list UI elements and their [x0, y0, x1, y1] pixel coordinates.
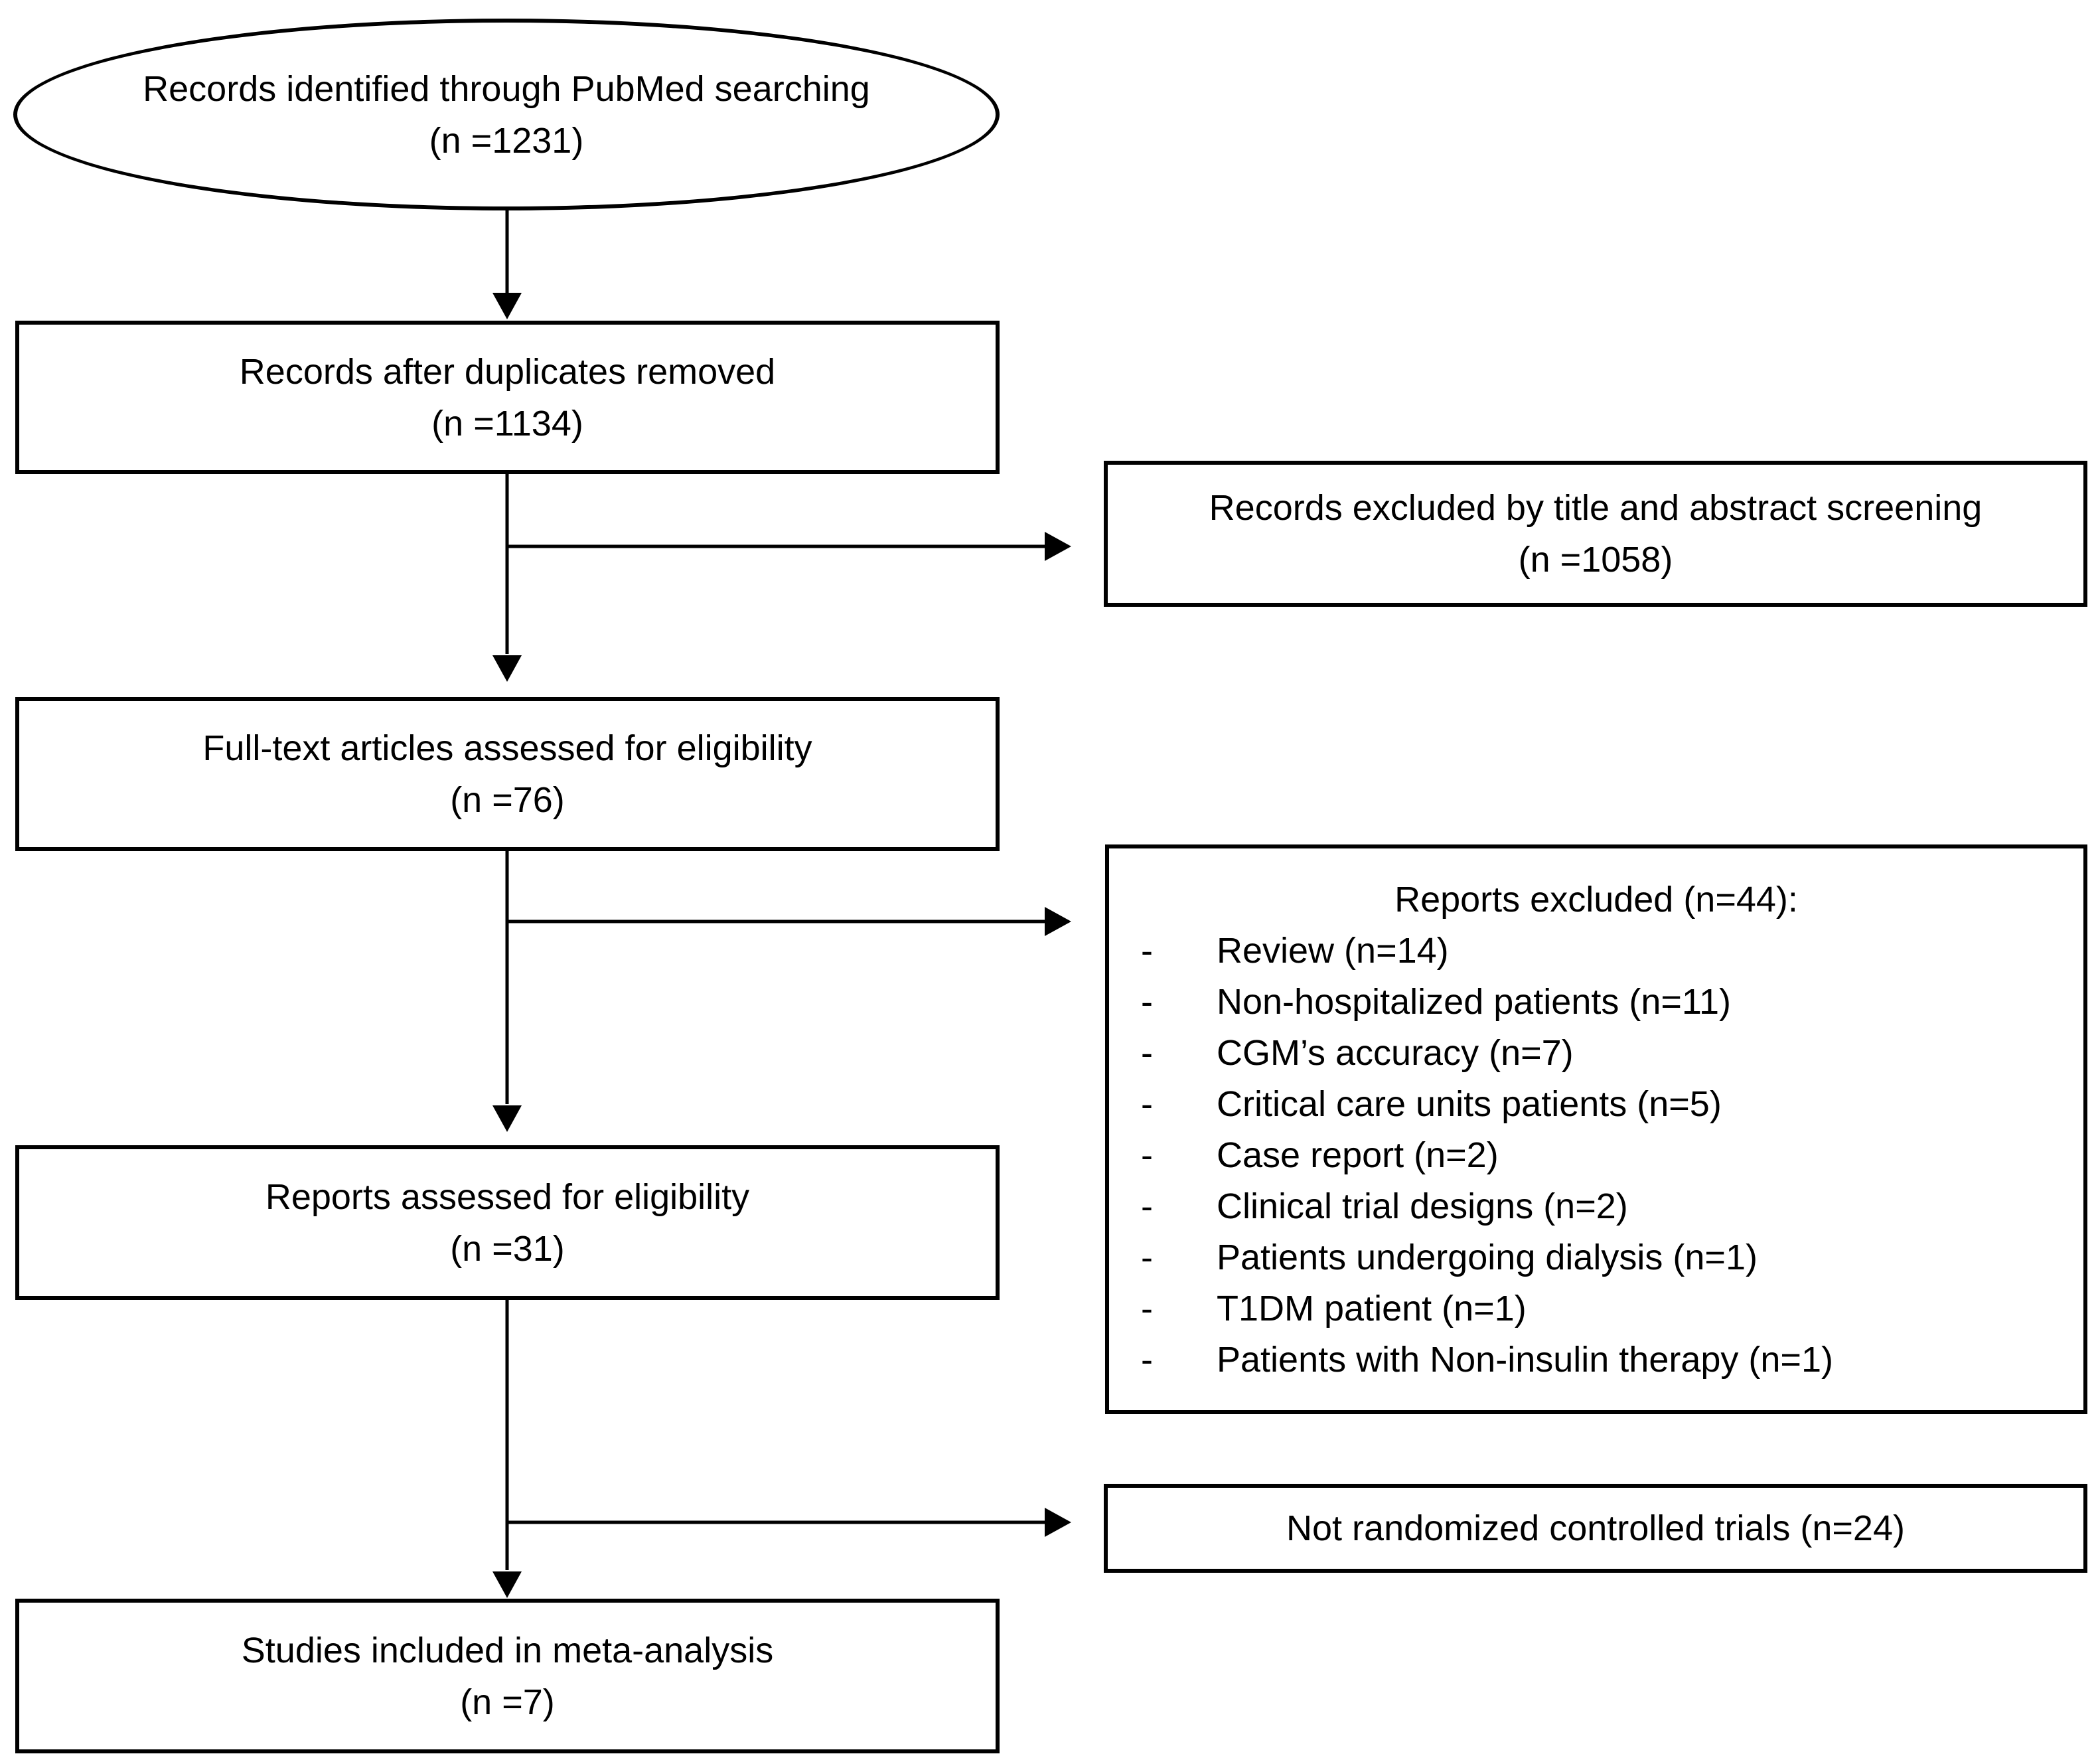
- exclusion-reason-item: - Critical care units patients (n=5): [1109, 1079, 2083, 1130]
- reports-excluded-list: - Review (n=14) - Non-hospitalized patients…: [1109, 925, 2083, 1386]
- records-deduplicated-box: Records after duplicates removed (n =113…: [15, 321, 1000, 474]
- records-identified-count: (n =1231): [429, 120, 584, 161]
- studies-included-title: Studies included in meta-analysis: [241, 1630, 774, 1670]
- studies-included-count: (n =7): [460, 1682, 555, 1722]
- records-excluded-screening-count: (n =1058): [1518, 540, 1673, 580]
- list-dash: -: [1141, 1340, 1153, 1380]
- not-rct-box: Not randomized controlled trials (n=24): [1104, 1484, 2087, 1573]
- fulltext-assessed-title: Full-text articles assessed for eligibil…: [202, 728, 812, 768]
- reports-assessed-count: (n =31): [450, 1228, 565, 1269]
- arrowhead-reports-to-included: [492, 1571, 522, 1598]
- records-identified-title: Records identified through PubMed search…: [143, 68, 870, 109]
- records-excluded-screening-box: Records excluded by title and abstract s…: [1104, 461, 2087, 607]
- reports-assessed-title: Reports assessed for eligibility: [265, 1176, 750, 1217]
- list-dash: -: [1141, 931, 1153, 971]
- exclusion-reason-item: - T1DM patient (n=1): [1109, 1283, 2083, 1334]
- fulltext-assessed-count: (n =76): [450, 780, 565, 820]
- exclusion-reason-item: - Patients with Non-insulin therapy (n=1): [1109, 1334, 2083, 1386]
- studies-included-box: Studies included in meta-analysis (n =7): [15, 1599, 1000, 1753]
- list-dash: -: [1141, 1186, 1153, 1226]
- not-rct-title: Not randomized controlled trials (n=24): [1286, 1508, 1905, 1548]
- reports-assessed-box: Reports assessed for eligibility (n =31): [15, 1145, 1000, 1300]
- arrowhead-identified-to-deduplicated: [492, 293, 522, 319]
- exclusion-reason-text: Patients undergoing dialysis (n=1): [1217, 1238, 1758, 1277]
- exclusion-reason-item: - Review (n=14): [1109, 925, 2083, 977]
- list-dash: -: [1141, 1238, 1153, 1277]
- exclusion-reason-text: Case report (n=2): [1217, 1135, 1499, 1175]
- fulltext-assessed-box: Full-text articles assessed for eligibil…: [15, 697, 1000, 851]
- list-dash: -: [1141, 1135, 1153, 1175]
- list-dash: -: [1141, 1084, 1153, 1124]
- exclusion-reason-item: - Patients undergoing dialysis (n=1): [1109, 1232, 2083, 1283]
- exclusion-reason-text: Non-hospitalized patients (n=11): [1217, 982, 1731, 1022]
- arrowhead-not-rct: [1045, 1508, 1071, 1537]
- exclusion-reason-text: T1DM patient (n=1): [1217, 1289, 1527, 1328]
- list-dash: -: [1141, 1033, 1153, 1073]
- records-excluded-screening-title: Records excluded by title and abstract s…: [1209, 488, 1983, 528]
- list-dash: -: [1141, 982, 1153, 1022]
- exclusion-reason-item: - Clinical trial designs (n=2): [1109, 1181, 2083, 1232]
- reports-excluded-title: Reports excluded (n=44):: [1394, 880, 1798, 920]
- records-deduplicated-title: Records after duplicates removed: [239, 351, 776, 392]
- exclusion-reason-text: Patients with Non-insulin therapy (n=1): [1217, 1340, 1833, 1380]
- records-deduplicated-count: (n =1134): [431, 403, 583, 443]
- exclusion-reason-item: - Non-hospitalized patients (n=11): [1109, 977, 2083, 1028]
- arrowhead-fulltext-to-reports: [492, 1105, 522, 1132]
- exclusion-reason-text: Clinical trial designs (n=2): [1217, 1186, 1628, 1226]
- exclusion-reason-text: CGM’s accuracy (n=7): [1217, 1033, 1574, 1073]
- records-identified-oval: Records identified through PubMed search…: [13, 19, 1000, 210]
- arrowhead-excluded-reports: [1045, 907, 1071, 936]
- exclusion-reason-item: - CGM’s accuracy (n=7): [1109, 1028, 2083, 1079]
- list-dash: -: [1141, 1289, 1153, 1328]
- exclusion-reason-item: - Case report (n=2): [1109, 1130, 2083, 1181]
- reports-excluded-box: Reports excluded (n=44): -Review (n=14)-…: [1105, 844, 2087, 1414]
- exclusion-reason-text: Critical care units patients (n=5): [1217, 1084, 1722, 1124]
- arrowhead-excluded-screening: [1045, 532, 1071, 561]
- exclusion-reason-text: Review (n=14): [1217, 931, 1449, 971]
- arrowhead-deduplicated-to-fulltext: [492, 655, 522, 682]
